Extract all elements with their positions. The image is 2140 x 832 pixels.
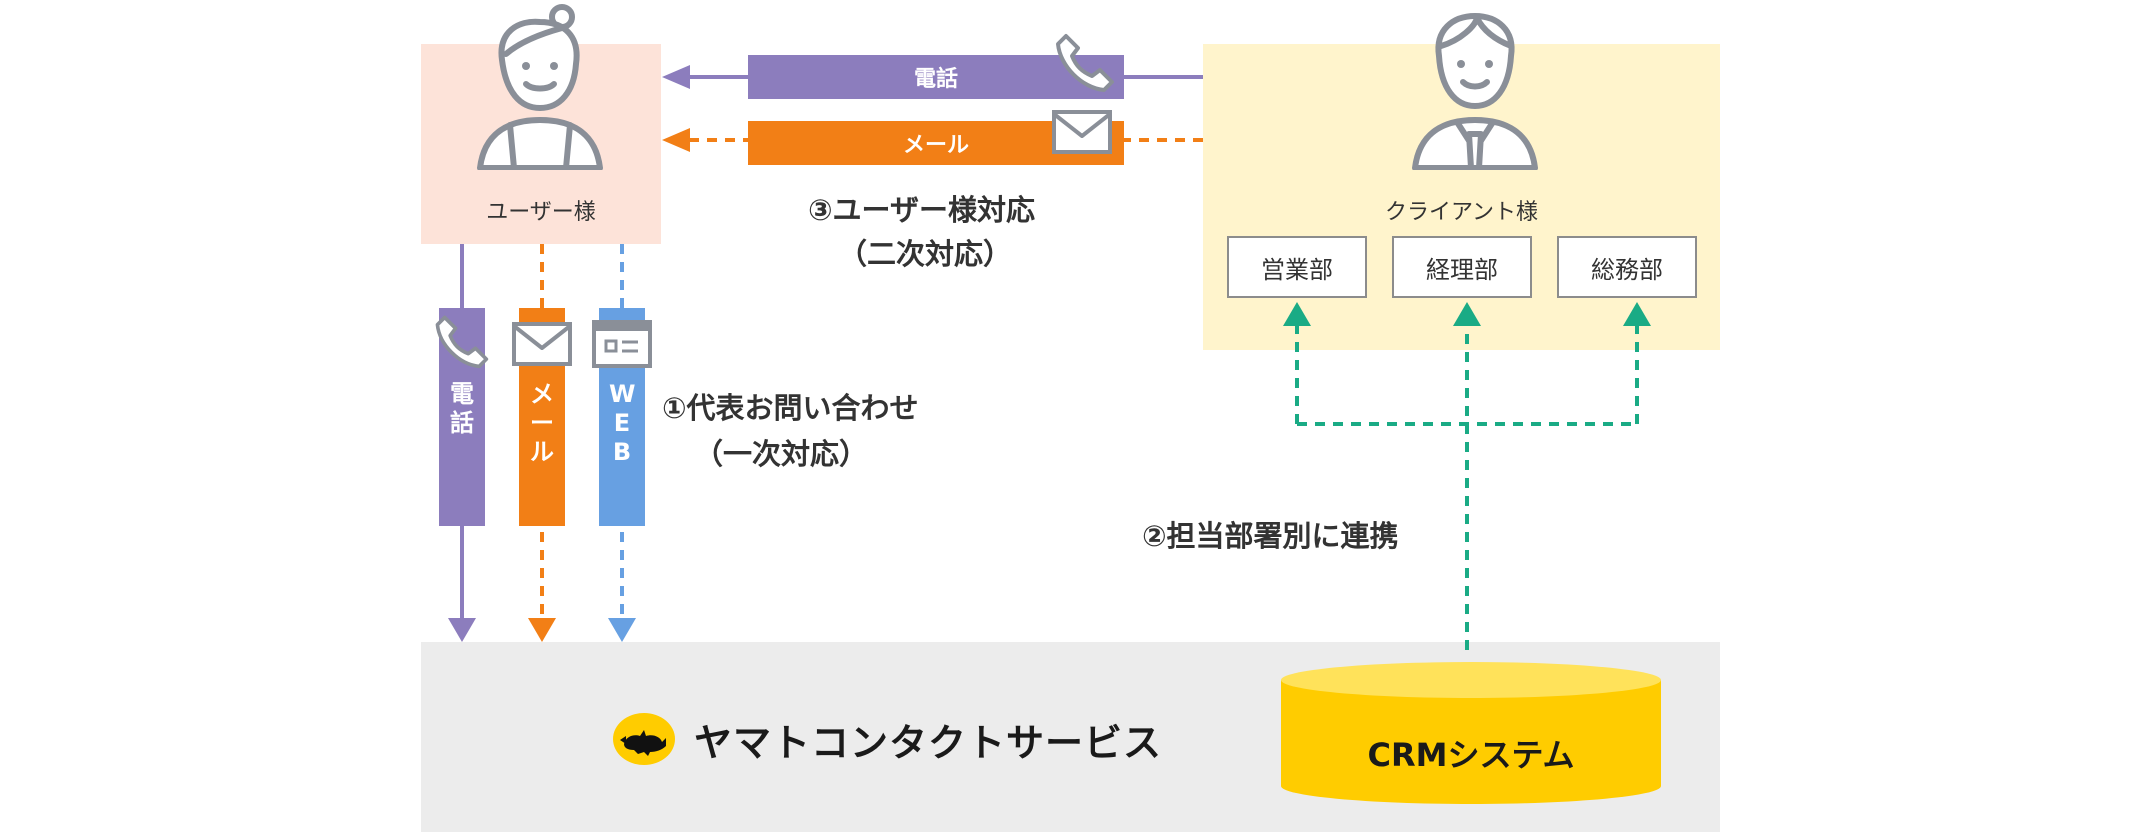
mail-inbound-arrowhead (528, 618, 556, 642)
arrow-to-sales (1283, 302, 1311, 326)
step2-title: ②担当部署別に連携 (1142, 519, 1399, 553)
phone-reply-arrowhead (662, 65, 690, 89)
mail-reply-arrowhead (662, 128, 690, 152)
arrow-to-accounting (1453, 302, 1481, 326)
mail-inbound-label: メール (530, 380, 554, 466)
step1-subtitle: （一次対応） (694, 437, 869, 471)
phone-reply-label: 電話 (913, 67, 958, 92)
arrow-to-general-affairs (1623, 302, 1651, 326)
user-person-icon (477, 4, 603, 170)
web-inbound-arrowhead (608, 618, 636, 642)
phone-icon (435, 315, 489, 369)
mail-icon (1052, 110, 1112, 154)
client-person-icon (1412, 13, 1538, 170)
mail-icon (512, 322, 572, 366)
step1-title: ①代表お問い合わせ (662, 391, 919, 425)
phone-icon (1056, 34, 1114, 92)
mail-reply-label: メール (902, 133, 969, 158)
user-label: ユーザー様 (486, 200, 596, 225)
department-accounting: 経理部 (1392, 236, 1532, 298)
department-general-affairs: 総務部 (1557, 236, 1697, 298)
brand-name: ヤマトコンタクトサービス (694, 721, 1163, 765)
step3-subtitle: （二次対応） (838, 237, 1013, 271)
web-browser-icon (592, 320, 652, 368)
crm-label: CRMシステム (1367, 736, 1575, 774)
web-inbound-label: WEB (609, 380, 636, 466)
step3-title: ③ユーザー様対応 (808, 193, 1035, 227)
phone-inbound-label: 電話 (450, 380, 474, 437)
client-label: クライアント様 (1384, 200, 1539, 225)
phone-reply-bar: 電話 (748, 55, 1124, 99)
crm-link-lines (1295, 326, 1639, 650)
department-sales: 営業部 (1227, 236, 1367, 298)
phone-inbound-arrowhead (448, 618, 476, 642)
crm-cylinder (1281, 662, 1661, 804)
black-cat-logo-icon (613, 713, 675, 765)
